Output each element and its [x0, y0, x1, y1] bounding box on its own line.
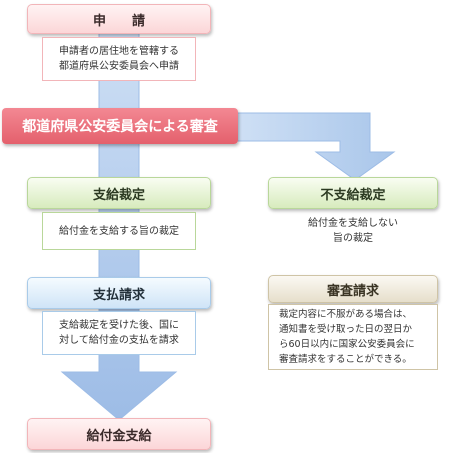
branch-flow-arrow: [234, 112, 396, 181]
application-heading: 申 請: [27, 4, 211, 34]
approval-description: 給付金を支給する旨の裁定: [42, 212, 196, 250]
payment-request-description: 支給裁定を受けた後、国に 対して給付金の支払を請求: [42, 311, 196, 355]
approval-heading: 支給裁定: [27, 177, 211, 209]
review-banner: 都道府県公安委員会による審査: [2, 108, 238, 144]
appeal-heading: 審査請求: [268, 275, 438, 303]
payout-heading: 給付金支給: [27, 418, 211, 450]
rejection-description: 給付金を支給しない 旨の裁定: [308, 218, 398, 244]
payment-request-heading: 支払請求: [27, 277, 211, 309]
rejection-heading: 不支給裁定: [268, 177, 438, 209]
application-description: 申請者の居住地を管轄する 都道府県公安委員会へ申請: [42, 37, 196, 81]
appeal-description: 裁定内容に不服がある場合は、 通知書を受け取った日の翌日か ら60日以内に国家公…: [268, 304, 438, 370]
